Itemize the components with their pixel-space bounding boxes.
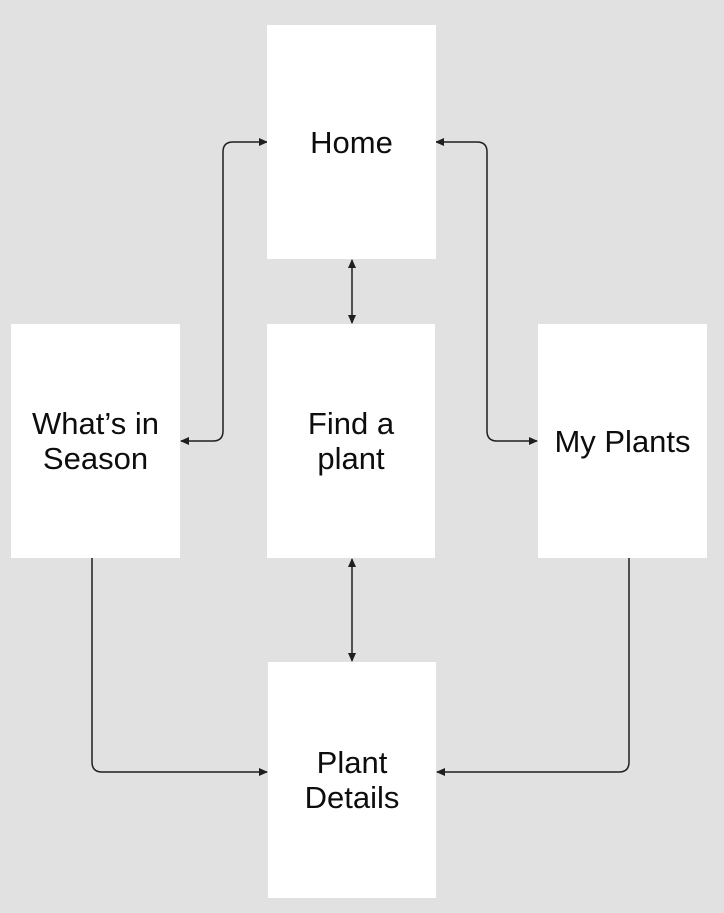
node-plant-details[interactable]: Plant Details [268,662,436,898]
node-find-a-plant[interactable]: Find a plant [267,324,435,558]
edge-whats-in-season-plant-details [91,558,268,776]
node-my-plants[interactable]: My Plants [538,324,707,558]
edge-home-whats-in-season [180,138,268,445]
node-whats-in-season[interactable]: What’s in Season [11,324,180,558]
node-home[interactable]: Home [267,25,436,259]
node-plant-details-label: Plant Details [304,745,400,815]
node-home-label: Home [310,124,393,160]
node-my-plants-label: My Plants [554,423,691,459]
edge-home-my-plants [435,138,538,445]
edge-my-plants-plant-details [436,558,630,776]
node-whats-in-season-label: What’s in Season [32,406,159,476]
node-find-a-plant-label: Find a plant [307,406,395,476]
